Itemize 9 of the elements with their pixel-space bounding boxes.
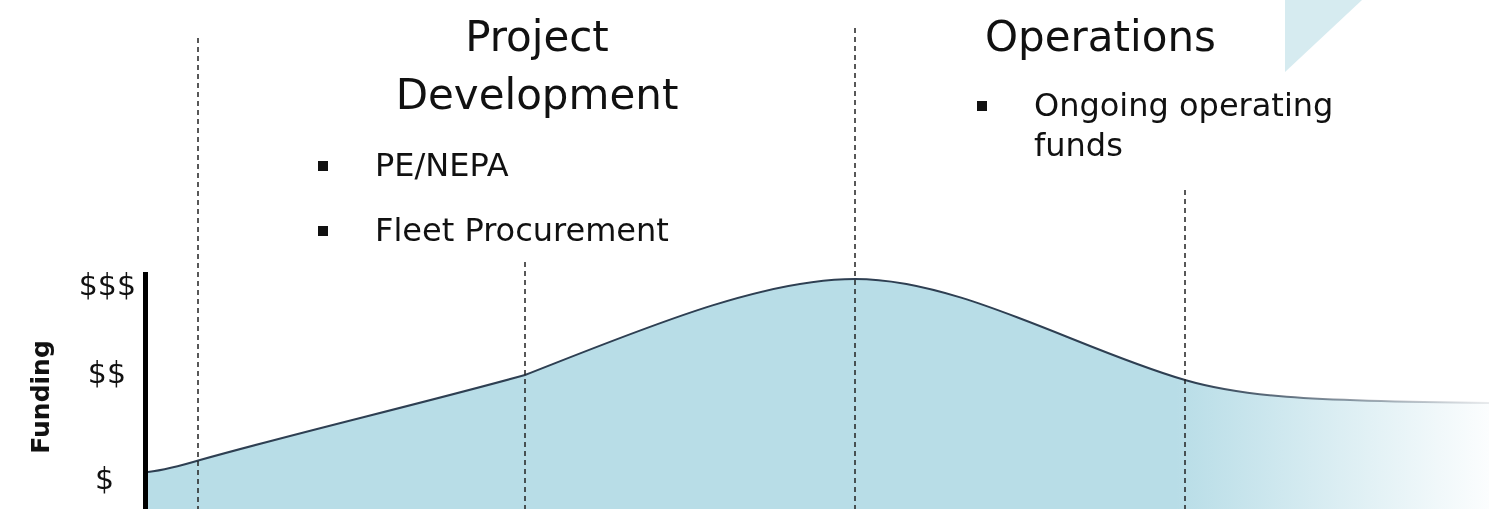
phase-heading: Project Development bbox=[394, 11, 680, 121]
bullet-text: Fleet Procurement bbox=[375, 210, 669, 250]
axis-tick-label: $ bbox=[93, 462, 114, 496]
axis-title: Funding bbox=[25, 340, 55, 454]
bullet-text: PE/NEPA bbox=[375, 145, 509, 185]
bullet-text: Ongoing operating funds bbox=[1034, 85, 1335, 165]
axis-tick-label: $$ bbox=[86, 356, 126, 390]
phase-heading: Operations bbox=[985, 11, 1217, 63]
axis-tick-label: $$$ bbox=[77, 268, 136, 302]
